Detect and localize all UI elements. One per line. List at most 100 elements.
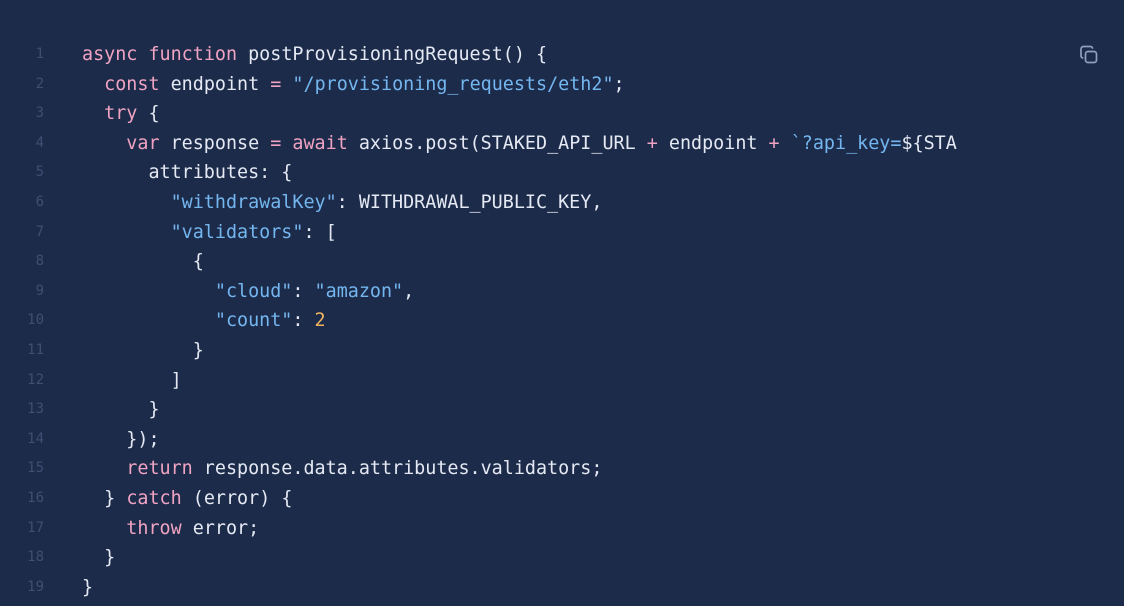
code-token: {: [137, 103, 160, 125]
code-token: response: [159, 132, 271, 154]
code-token: [281, 74, 292, 95]
indent: [82, 370, 171, 391]
line-number: 4: [35, 134, 44, 151]
indent: [82, 518, 126, 539]
code-token: ,: [403, 280, 415, 302]
code-line: 2 const endpoint = "/provisioning_reques…: [0, 70, 1124, 100]
line-code: "withdrawalKey": WITHDRAWAL_PUBLIC_KEY,: [82, 188, 603, 218]
code-lines: 1 async function postProvisioningRequest(…: [0, 40, 1124, 602]
keyword-token: =: [270, 132, 282, 154]
keyword-token: return: [126, 458, 193, 480]
code-line: 19}: [0, 573, 1124, 603]
code-line: 15 return response.data.attributes.valid…: [0, 454, 1124, 484]
line-code: } catch (error) {: [82, 484, 292, 514]
line-code: "cloud": "amazon",: [82, 277, 414, 307]
copy-icon: [1080, 45, 1098, 64]
line-code: return response.data.attributes.validato…: [82, 454, 602, 484]
code-line: 10 "count": 2: [0, 306, 1124, 336]
code-line: 1 async function postProvisioningRequest(…: [0, 40, 1124, 70]
indent: [82, 192, 171, 213]
line-number: 5: [35, 164, 44, 181]
code-line: 7 "validators": [: [0, 218, 1124, 248]
line-code: attributes: {: [82, 158, 292, 188]
keyword-token: +: [768, 132, 780, 154]
code-line: 14 });: [0, 425, 1124, 455]
line-code: throw error;: [82, 514, 259, 544]
line-number: 19: [27, 578, 44, 595]
code-token: :: [292, 280, 315, 302]
line-code: var response = await axios.post(STAKED_A…: [82, 129, 957, 159]
code-token: :: [292, 310, 315, 332]
indent: [82, 162, 148, 183]
indent: [82, 251, 193, 272]
code-token: }: [104, 487, 127, 509]
code-token: (error) {: [181, 487, 293, 509]
code-token: [281, 133, 292, 154]
code-token: }: [82, 576, 94, 598]
indent: [82, 547, 104, 568]
line-number: 1: [35, 46, 44, 62]
line-number: 16: [27, 489, 44, 506]
line-number: 10: [27, 312, 44, 329]
number-token: 2: [314, 310, 326, 332]
code-line: 17 throw error;: [0, 514, 1124, 544]
keyword-token: async: [82, 44, 138, 65]
line-number: 6: [35, 193, 44, 210]
line-number: 17: [27, 519, 44, 536]
line-number: 7: [35, 223, 44, 240]
code-token: postProvisioningRequest() {: [237, 44, 548, 65]
indent: [82, 310, 215, 331]
indent: [82, 488, 104, 509]
code-token: }: [104, 547, 116, 569]
line-number: 8: [35, 253, 44, 270]
keyword-token: const: [104, 73, 160, 95]
code-line: 4 var response = await axios.post(STAKED…: [0, 129, 1124, 159]
code-token: }: [148, 399, 160, 421]
string-token: "amazon": [314, 280, 404, 302]
line-code: "count": 2: [82, 306, 326, 336]
line-code: }: [82, 573, 93, 603]
string-token: "validators": [170, 221, 304, 243]
code-line: 16 } catch (error) {: [0, 484, 1124, 514]
code-token: axios.post(STAKED_API_URL: [347, 132, 647, 154]
code-token: {: [192, 251, 204, 273]
code-token: : WITHDRAWAL_PUBLIC_KEY,: [336, 191, 603, 213]
code-token: }: [192, 339, 204, 361]
code-token: endpoint: [657, 132, 769, 154]
line-number: 15: [27, 460, 44, 477]
code-token: error;: [181, 517, 260, 539]
line-number: 11: [27, 341, 44, 358]
keyword-token: var: [126, 132, 160, 154]
line-code: "validators": [: [82, 218, 337, 248]
indent: [82, 458, 126, 479]
code-line: 13 }: [0, 395, 1124, 425]
line-number: 9: [35, 282, 44, 299]
line-number: 18: [27, 549, 44, 566]
code-token: : [: [303, 221, 337, 243]
code-token: endpoint: [159, 73, 271, 95]
keyword-token: throw: [126, 517, 182, 539]
string-token: "count": [214, 310, 293, 332]
string-token: "/provisioning_requests/eth2": [292, 73, 614, 95]
line-code: ]: [82, 366, 182, 396]
keyword-token: catch: [126, 487, 182, 509]
line-number: 14: [27, 430, 44, 447]
line-number: 2: [35, 75, 44, 92]
string-token: "withdrawalKey": [170, 191, 337, 213]
copy-button[interactable]: [1078, 44, 1100, 66]
indent: [82, 133, 126, 154]
line-code: const endpoint = "/provisioning_requests…: [82, 70, 624, 100]
code-token: [137, 44, 148, 65]
keyword-token: try: [104, 103, 138, 125]
code-token: attributes: {: [148, 162, 293, 184]
indent: [82, 74, 104, 95]
keyword-token: +: [646, 132, 658, 154]
keyword-token: =: [270, 73, 282, 95]
indent: [82, 222, 171, 243]
keyword-token: function: [148, 44, 238, 65]
line-number: 3: [35, 105, 44, 122]
code-line: 9 "cloud": "amazon",: [0, 277, 1124, 307]
line-code: }: [82, 543, 115, 573]
line-number: 12: [27, 371, 44, 388]
